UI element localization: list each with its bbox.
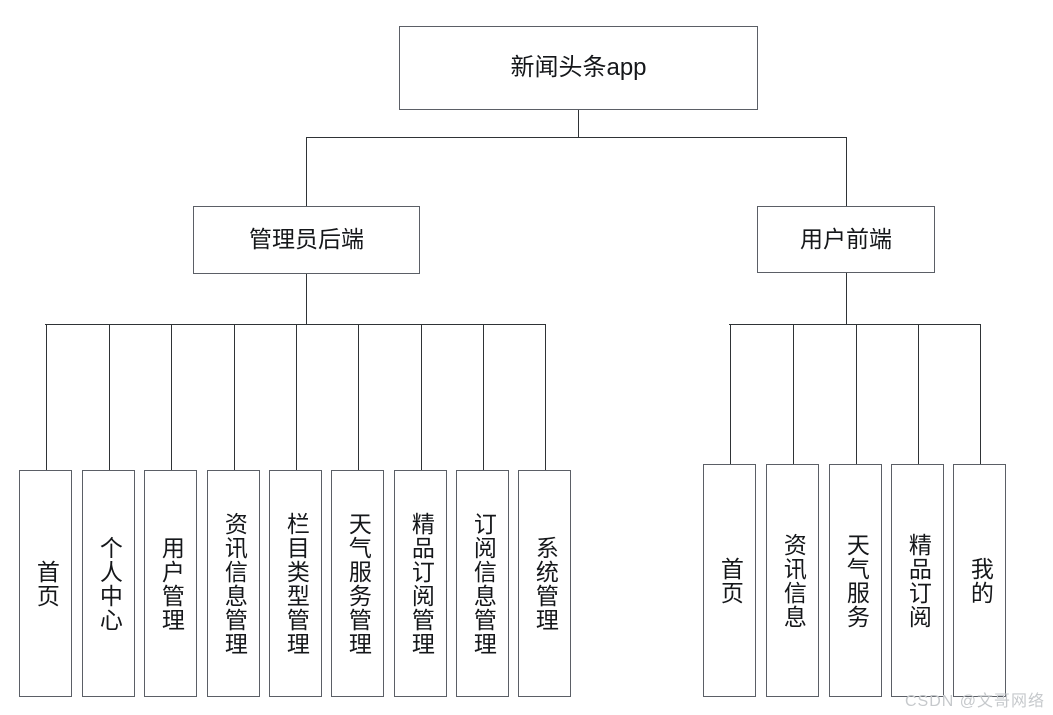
node-admin-leaf-3-label: 用户管理 (158, 535, 185, 632)
node-user-leaf-3-label: 天气服务 (843, 532, 870, 629)
node-admin-leaf-6-label: 天气服务管理 (345, 511, 372, 656)
node-user-leaf-5-label: 我的 (967, 556, 994, 605)
node-admin-leaf-5-label: 栏目类型管理 (283, 511, 310, 656)
connector-admin-leaf-7 (421, 324, 422, 470)
connector-user-drop (846, 137, 847, 206)
node-admin-leaf-8-label: 订阅信息管理 (470, 511, 497, 656)
connector-admin-stem (306, 274, 307, 324)
node-admin-leaf-1-label: 首页 (33, 559, 60, 608)
connector-user-stem (846, 273, 847, 324)
node-admin-leaf-3[interactable]: 用户管理 (144, 470, 197, 697)
connector-admin-leaf-2 (109, 324, 110, 470)
node-user-leaf-4[interactable]: 精品订阅 (891, 464, 944, 697)
connector-user-leaf-4 (918, 324, 919, 464)
connector-root-stem (578, 110, 579, 137)
connector-admin-leaf-4 (234, 324, 235, 470)
node-admin-leaf-7-label: 精品订阅管理 (408, 511, 435, 656)
node-admin-leaf-2-label: 个人中心 (96, 535, 123, 632)
connector-admin-bus (45, 324, 545, 325)
node-root[interactable]: 新闻头条app (399, 26, 758, 110)
connector-user-leaf-1 (730, 324, 731, 464)
connector-level1-bus (306, 137, 847, 138)
node-admin-leaf-1[interactable]: 首页 (19, 470, 72, 697)
node-root-label: 新闻头条app (510, 53, 647, 81)
connector-admin-leaf-8 (483, 324, 484, 470)
node-user-leaf-2[interactable]: 资讯信息 (766, 464, 819, 697)
node-admin-leaf-2[interactable]: 个人中心 (82, 470, 135, 697)
connector-admin-leaf-3 (171, 324, 172, 470)
node-user-leaf-1-label: 首页 (717, 556, 744, 605)
node-admin-leaf-4[interactable]: 资讯信息管理 (207, 470, 260, 697)
connector-user-bus (729, 324, 980, 325)
node-admin-leaf-4-label: 资讯信息管理 (221, 511, 248, 656)
node-branch-admin-backend-label: 管理员后端 (249, 226, 364, 253)
node-user-leaf-4-label: 精品订阅 (905, 532, 932, 629)
node-admin-leaf-9[interactable]: 系统管理 (518, 470, 571, 697)
node-user-leaf-3[interactable]: 天气服务 (829, 464, 882, 697)
node-admin-leaf-5[interactable]: 栏目类型管理 (269, 470, 322, 697)
connector-admin-leaf-5 (296, 324, 297, 470)
node-admin-leaf-6[interactable]: 天气服务管理 (331, 470, 384, 697)
node-branch-admin-backend[interactable]: 管理员后端 (193, 206, 420, 274)
node-user-leaf-5[interactable]: 我的 (953, 464, 1006, 697)
connector-admin-leaf-6 (358, 324, 359, 470)
connector-admin-leaf-1 (46, 324, 47, 470)
node-branch-user-frontend[interactable]: 用户前端 (757, 206, 935, 273)
connector-user-leaf-3 (856, 324, 857, 464)
node-admin-leaf-8[interactable]: 订阅信息管理 (456, 470, 509, 697)
connector-admin-leaf-9 (545, 324, 546, 470)
node-user-leaf-2-label: 资讯信息 (780, 532, 807, 629)
connector-user-leaf-5 (980, 324, 981, 464)
connector-admin-drop (306, 137, 307, 206)
node-admin-leaf-7[interactable]: 精品订阅管理 (394, 470, 447, 697)
node-admin-leaf-9-label: 系统管理 (532, 535, 559, 632)
node-user-leaf-1[interactable]: 首页 (703, 464, 756, 697)
connector-user-leaf-2 (793, 324, 794, 464)
node-branch-user-frontend-label: 用户前端 (800, 225, 892, 252)
